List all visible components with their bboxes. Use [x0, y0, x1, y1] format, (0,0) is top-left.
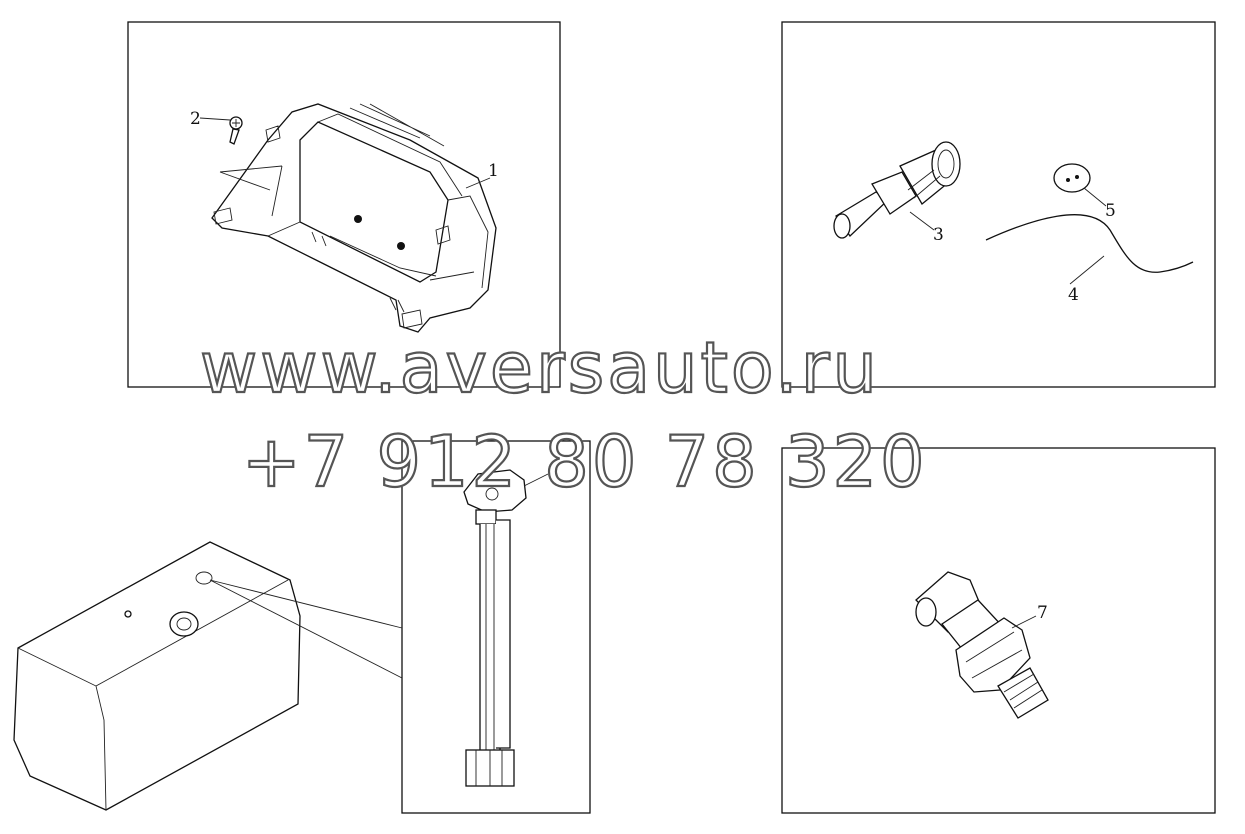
frame-sensors-top-right [781, 21, 1216, 388]
instrument-cluster-drawing [211, 103, 497, 333]
watermark-phone: +7 912 80 78 320 [242, 421, 928, 503]
grommet-drawing [1053, 163, 1091, 193]
callout-2: 2 [190, 109, 201, 129]
callout-3: 3 [933, 225, 944, 245]
frame-pressure-sensor [781, 447, 1216, 814]
callout-7: 7 [1037, 603, 1048, 623]
speed-sensor-drawing [833, 141, 961, 239]
tube-drawing [985, 214, 1194, 273]
fuel-tank-drawing [13, 541, 403, 811]
screw-drawing [219, 116, 283, 217]
callout-4: 4 [1068, 285, 1079, 305]
callout-6: 6 [548, 465, 559, 485]
callout-1: 1 [488, 161, 499, 181]
pressure-sensor-drawing [915, 571, 1049, 719]
callout-5: 5 [1105, 201, 1116, 221]
frame-fuel-level-sensor [401, 440, 591, 814]
fuel-level-sensor-drawing [463, 469, 527, 787]
frame-instrument-cluster [127, 21, 561, 388]
watermark-site: www.aversauto.ru [200, 327, 880, 409]
